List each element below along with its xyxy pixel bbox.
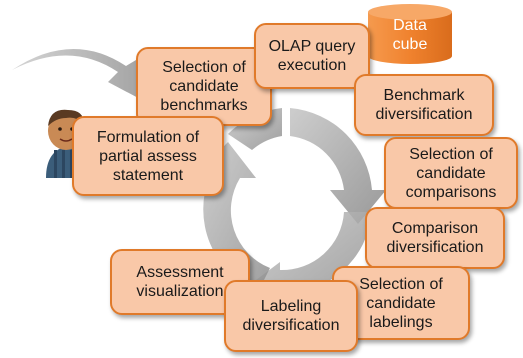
step-selection-candidate-benchmarks: Selection of candidate benchmarks bbox=[136, 47, 272, 126]
incoming-arrow-icon bbox=[12, 48, 142, 100]
step-formulation-partial-assess-statement: Formulation of partial assess statement bbox=[72, 116, 224, 196]
database-cylinder-icon bbox=[368, 4, 452, 64]
step-olap-query-execution: OLAP query execution bbox=[254, 23, 370, 89]
step-comparison-diversification: Comparison diversification bbox=[365, 207, 505, 269]
step-selection-candidate-comparisons: Selection of candidate comparisons bbox=[384, 137, 518, 209]
step-labeling-diversification: Labeling diversification bbox=[224, 280, 358, 352]
data-cube-label: Data cube bbox=[392, 17, 428, 53]
step-benchmark-diversification: Benchmark diversification bbox=[354, 74, 494, 136]
